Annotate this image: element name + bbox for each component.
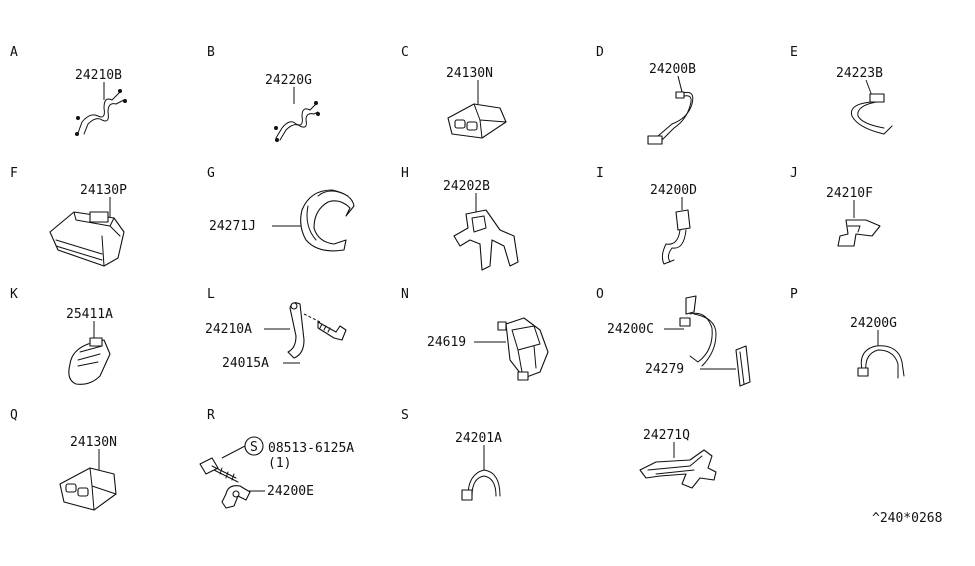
part-number-24200c: 24200C xyxy=(607,322,654,337)
section-letter-q: Q xyxy=(10,408,18,423)
part-number-24220g: 24220G xyxy=(265,73,312,88)
bolt-08513-6125a xyxy=(199,457,239,483)
section-letter-p: P xyxy=(790,287,798,302)
clip-24201a xyxy=(461,469,501,501)
part-number-25411a: 25411A xyxy=(66,307,113,322)
clip-24200e xyxy=(221,485,251,509)
part-number-24200e: 24200E xyxy=(267,484,314,499)
part-number-24210f: 24210F xyxy=(826,186,873,201)
section-letter-c: C xyxy=(401,45,409,60)
part-number-24015a: 24015A xyxy=(222,356,269,371)
bolt-symbol-letter: S xyxy=(250,440,258,455)
section-letter-h: H xyxy=(401,166,409,181)
section-letter-k: K xyxy=(10,287,18,302)
part-number-24271q: 24271Q xyxy=(643,428,690,443)
section-letter-j: J xyxy=(790,166,798,181)
section-letter-s: S xyxy=(401,408,409,423)
quantity-note: (1) xyxy=(268,456,291,471)
section-letter-l: L xyxy=(207,287,215,302)
harness-24210b xyxy=(75,89,127,136)
switch-25411a xyxy=(68,337,111,385)
part-number-24201a: 24201A xyxy=(455,431,502,446)
section-letter-b: B xyxy=(207,45,215,60)
part-number-24619: 24619 xyxy=(427,335,466,350)
part-number-24130p: 24130P xyxy=(80,183,127,198)
harness-24200d xyxy=(661,209,691,265)
part-number-24200g: 24200G xyxy=(850,316,897,331)
clamp-24271j xyxy=(300,189,355,252)
screw-24015a xyxy=(317,321,347,341)
section-letter-a: A xyxy=(10,45,18,60)
bracket-24619 xyxy=(497,317,549,381)
harness-24200c xyxy=(679,295,717,367)
section-letter-r: R xyxy=(207,408,215,423)
part-number-24202b: 24202B xyxy=(443,179,490,194)
harness-24200b xyxy=(647,91,694,145)
part-number-24130n-c: 24130N xyxy=(446,66,493,81)
harness-24220g xyxy=(274,101,320,142)
section-letter-e: E xyxy=(790,45,798,60)
connector-24130p xyxy=(49,211,125,267)
section-letter-f: F xyxy=(10,166,18,181)
connector-24130n xyxy=(447,103,507,139)
part-number-24210a: 24210A xyxy=(205,322,252,337)
part-number-24271j: 24271J xyxy=(209,219,256,234)
bracket-24202b xyxy=(453,209,519,271)
section-letter-i: I xyxy=(596,166,604,181)
part-number-24279: 24279 xyxy=(645,362,684,377)
section-letter-o: O xyxy=(596,287,604,302)
diagram-code: ^240*0268 xyxy=(872,511,942,526)
band-24223b xyxy=(850,93,893,135)
clip-24210a xyxy=(287,302,305,359)
part-number-24200d: 24200D xyxy=(650,183,697,198)
section-letter-n: N xyxy=(401,287,409,302)
protector-24279 xyxy=(735,345,751,387)
section-letter-g: G xyxy=(207,166,215,181)
part-number-24223b: 24223B xyxy=(836,66,883,81)
part-number-24130n-q: 24130N xyxy=(70,435,117,450)
part-number-24200b: 24200B xyxy=(649,62,696,77)
connector-24130n-q xyxy=(59,467,117,511)
clamp-24271q xyxy=(639,449,717,489)
band-24200g xyxy=(857,345,905,379)
bracket-24210f xyxy=(837,219,881,247)
part-number-24210b: 24210B xyxy=(75,68,122,83)
part-number-08513-6125a: 08513-6125A xyxy=(268,441,354,456)
section-letter-d: D xyxy=(596,45,604,60)
